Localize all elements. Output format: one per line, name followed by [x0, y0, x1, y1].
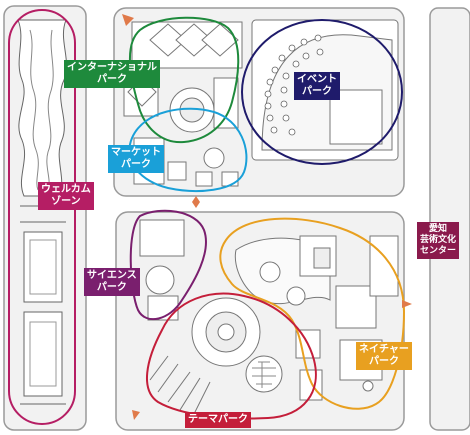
- international-zone-outline: [129, 16, 240, 144]
- label-international-park-text: インターナショナル パーク: [67, 62, 157, 85]
- south-edge-building: [369, 235, 399, 297]
- science-lab: [139, 219, 185, 257]
- label-event-park: イベント パーク: [294, 72, 340, 100]
- welcome-garden-inner-2: [46, 29, 54, 191]
- welcome-zone-outline: [8, 9, 76, 425]
- label-art-center: 愛知 芸術文化 センター: [417, 222, 460, 259]
- label-art-center-text: 愛知 芸術文化 センター: [420, 224, 457, 256]
- label-science-park: サイエンス パーク: [84, 268, 140, 296]
- theme-zone-outline: [146, 292, 317, 420]
- label-science-park-text: サイエンス パーク: [87, 270, 137, 293]
- label-welcome-zone: ウェルカム ゾーン: [38, 182, 94, 210]
- event-seating: [264, 34, 324, 136]
- nature-fountain: [362, 380, 374, 392]
- theme-maze-paths: [252, 361, 276, 388]
- label-welcome-zone-text: ウェルカム ゾーン: [41, 184, 91, 207]
- arrow-sw: [132, 410, 140, 420]
- theme-rotunda-core: [217, 323, 235, 341]
- zone-outlines: [8, 9, 406, 425]
- science-hall: [147, 295, 179, 321]
- welcome-building-2: [29, 239, 57, 295]
- label-nature-park-text: ネイチャー パーク: [359, 344, 409, 367]
- theme-maze: [245, 355, 283, 393]
- south-block-details: [139, 219, 399, 401]
- label-event-park-text: イベント パーク: [297, 74, 337, 97]
- marketplace-zone-outline: [128, 107, 248, 192]
- label-nature-park: ネイチャー パーク: [356, 342, 412, 370]
- arrow-east: [402, 300, 412, 308]
- arrow-nw: [122, 14, 134, 26]
- nature-zone-outline: [219, 217, 406, 410]
- intl-building-a: [213, 77, 239, 129]
- label-marketplace-park: マーケット パーク: [108, 145, 164, 173]
- nature-tree-2: [286, 286, 306, 306]
- market-kiosk-3: [195, 171, 213, 187]
- label-international-park: インターナショナル パーク: [64, 60, 160, 88]
- welcome-garden-inner: [29, 29, 39, 191]
- intl-pavilion-3: [201, 23, 239, 57]
- market-kiosk-2: [167, 161, 187, 181]
- market-kiosk-4: [221, 171, 239, 187]
- label-theme-park: テーマパーク: [185, 412, 251, 428]
- event-zone-outline: [241, 19, 403, 165]
- arrow-center: [192, 196, 200, 208]
- nature-building-2: [313, 247, 331, 269]
- label-theme-park-text: テーマパーク: [188, 414, 248, 425]
- nature-tree-1: [259, 261, 281, 283]
- market-kiosk-1: [203, 147, 225, 169]
- welcome-building-4: [29, 321, 57, 387]
- welcome-garden-outline: [17, 19, 68, 197]
- nature-building-3: [335, 285, 377, 329]
- art-center-block: [429, 7, 470, 431]
- science-dome: [145, 265, 175, 295]
- theme-fan-structures: [149, 355, 211, 415]
- label-marketplace-park-text: マーケット パーク: [111, 147, 161, 170]
- entrance-arrows: [122, 14, 412, 420]
